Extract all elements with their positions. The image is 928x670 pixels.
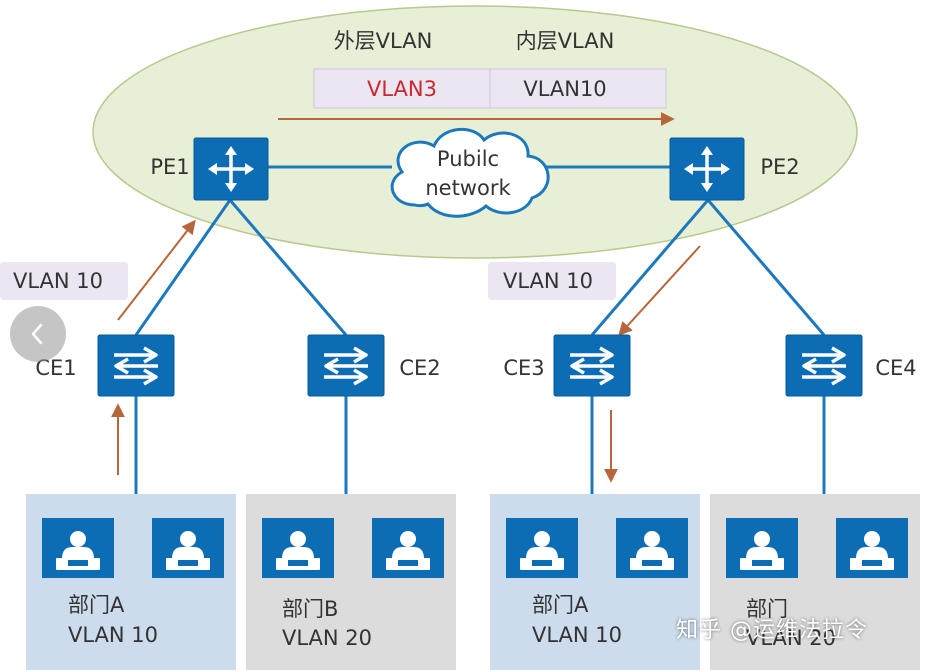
pe1-label: PE1	[150, 155, 189, 179]
ce2-label: CE2	[399, 356, 440, 380]
cloud-icon	[390, 127, 550, 218]
ce4-label: CE4	[875, 356, 916, 380]
switch-ce2	[307, 334, 385, 397]
left-vlan-tag	[0, 262, 128, 300]
inner-vlan-label: 内层VLAN	[516, 29, 615, 53]
switch-icon	[800, 346, 848, 386]
outer-tag-text: VLAN3	[367, 77, 437, 101]
switch-icon	[322, 346, 370, 386]
dept-b-left-name: 部门B	[282, 597, 338, 621]
dept-b-left-vlan: VLAN 20	[282, 626, 372, 650]
switch-icon	[112, 346, 160, 386]
flow-arrow-ce1-pe1	[117, 219, 196, 321]
switch-ce3	[553, 334, 631, 397]
cloud-label-line2: network	[425, 176, 511, 200]
ce3-label: CE3	[503, 356, 544, 380]
link-pe1-ce1	[134, 199, 232, 336]
dept-a-right-vlan: VLAN 10	[532, 623, 622, 647]
dept-a-left-name: 部门A	[68, 593, 125, 617]
links	[134, 165, 826, 494]
inner-tag-box	[489, 68, 667, 109]
right-vlan-tag-text: VLAN 10	[503, 269, 593, 293]
dept-b-right-name: 部门	[746, 597, 788, 621]
link-pe2-ce4	[706, 199, 826, 336]
link-pe2-ce3	[590, 199, 710, 336]
flow-arrow-pe2-ce3	[618, 245, 701, 337]
switch-icon	[568, 346, 616, 386]
outer-vlan-label: 外层VLAN	[334, 29, 433, 53]
dept-b-right-vlan: VLAN 20	[746, 626, 836, 650]
cloud-label-line1: Pubilc	[437, 147, 499, 171]
watermark: 知乎 @运维法拉令	[676, 618, 868, 643]
right-vlan-tag	[488, 262, 616, 300]
inner-tag-text: VLAN10	[523, 77, 606, 101]
chevron-left-icon	[31, 323, 43, 345]
outer-tag-box	[313, 68, 491, 109]
router-pe1	[193, 137, 269, 201]
switch-ce1	[97, 334, 175, 397]
link-pe1-ce2	[228, 199, 348, 336]
user-icons	[42, 518, 908, 578]
dept-a-left-vlan: VLAN 10	[68, 623, 158, 647]
previous-image-button[interactable]	[10, 306, 66, 362]
left-vlan-tag-text: VLAN 10	[13, 269, 103, 293]
dept-a-right-name: 部门A	[532, 593, 589, 617]
switch-ce4	[785, 334, 863, 397]
pe2-label: PE2	[760, 155, 799, 179]
router-pe2	[669, 137, 745, 201]
